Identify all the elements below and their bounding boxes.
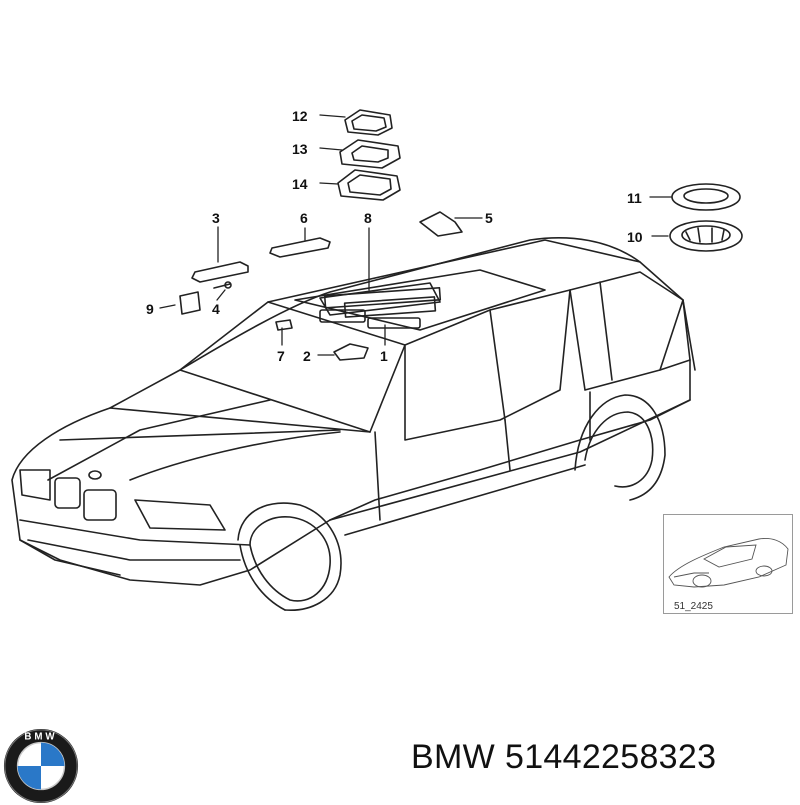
callout-9: 9 [146, 301, 154, 317]
callout-1: 1 [380, 348, 388, 364]
callout-labels: 12 13 14 3 6 8 5 11 10 9 4 7 2 1 [146, 108, 643, 364]
callout-7: 7 [277, 348, 285, 364]
part-5-cover [419, 211, 463, 237]
callout-8: 8 [364, 210, 372, 226]
callout-14: 14 [292, 176, 308, 192]
part-10-speaker-grille [669, 220, 743, 252]
callout-4: 4 [212, 301, 220, 317]
part-11-ring [671, 183, 741, 211]
svg-text:BMW: BMW [24, 732, 57, 743]
callout-2: 2 [303, 348, 311, 364]
bmw-logo-icon: BMW [3, 728, 79, 804]
callout-13: 13 [292, 141, 308, 157]
part-6-grab-handle [269, 237, 331, 258]
part-9-cap [179, 291, 201, 315]
thumbnail-inset: 51_2425 [663, 514, 793, 614]
part-number: 51442258323 [505, 738, 717, 776]
part-12-frame [344, 109, 393, 136]
callout-5: 5 [485, 210, 493, 226]
car-outline [11, 237, 696, 611]
part-4-screw [213, 281, 232, 289]
part-2-lamp [333, 343, 369, 361]
callout-10: 10 [627, 229, 643, 245]
part-14-frame [337, 169, 401, 201]
part-13-seal [339, 139, 401, 169]
callout-12: 12 [292, 108, 308, 124]
callout-3: 3 [212, 210, 220, 226]
leader-lines [159, 114, 673, 356]
part-number-caption: BMW 51442258323 [411, 738, 726, 777]
brand-name: BMW [411, 738, 495, 776]
callout-6: 6 [300, 210, 308, 226]
part-3-grab-handle [191, 261, 249, 283]
callout-11: 11 [627, 190, 642, 206]
part-7-clip [275, 319, 293, 331]
thumbnail-car-sketch: 51_2425 [668, 538, 789, 612]
thumbnail-label: 51_2425 [674, 601, 713, 612]
